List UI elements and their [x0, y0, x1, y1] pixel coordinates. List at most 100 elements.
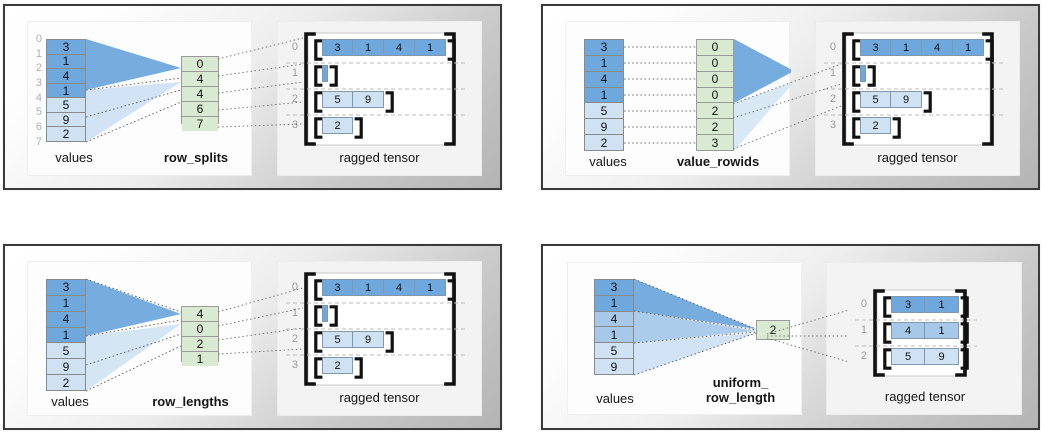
- ragged-row-cells: 2: [860, 117, 891, 134]
- value-index-6: 6: [35, 121, 42, 134]
- ragged-row-cells: 2: [322, 117, 353, 134]
- value-cell: 9: [595, 359, 633, 374]
- values-label: values: [589, 154, 627, 169]
- value-cell: 1: [595, 295, 633, 312]
- row-brackets: [314, 331, 394, 353]
- ragged-cell: 9: [353, 91, 384, 108]
- encoding-cell: 4: [182, 307, 218, 322]
- ragged-cell: 9: [891, 91, 922, 108]
- value-cell: 3: [585, 40, 623, 56]
- value-cell: 1: [47, 327, 85, 344]
- value-cell: 5: [595, 343, 633, 360]
- ragged-cell: 5: [322, 331, 353, 348]
- encoding-cell: 2: [182, 337, 218, 352]
- ragged-row-cells: [322, 65, 328, 82]
- ragged-row: 2: [314, 117, 363, 139]
- row-brackets: [852, 117, 901, 139]
- row-brackets: [852, 91, 932, 113]
- ragged-row-cells: [322, 305, 328, 322]
- value-cell: 4: [47, 69, 85, 84]
- ragged-cell: 3: [322, 39, 353, 56]
- row-brackets: [314, 39, 456, 61]
- encoding-cell: 0: [182, 57, 218, 72]
- values-label: values: [55, 150, 93, 165]
- row-brackets: [314, 91, 394, 113]
- ragged-cell: 2: [322, 117, 353, 134]
- value-cell: 9: [585, 119, 623, 136]
- row-brackets: [852, 65, 876, 87]
- value-cell: 3: [47, 40, 85, 55]
- value-index-0: 0: [35, 33, 42, 45]
- value-cell: 2: [585, 135, 623, 151]
- ragged-row: [852, 65, 876, 87]
- ragged-row-index: 0: [291, 41, 298, 53]
- encoding-cell: 3: [697, 135, 733, 151]
- ragged-row-index: 2: [291, 333, 298, 345]
- value-cell: 1: [585, 55, 623, 72]
- value-cell: 1: [595, 327, 633, 344]
- row-brackets: [314, 357, 363, 379]
- encoding-label-line1: uniform_: [712, 375, 769, 390]
- row-brackets: [883, 296, 969, 318]
- value-cell: 4: [595, 311, 633, 328]
- ragged-row-index: 0: [860, 298, 867, 310]
- value-cell: 1: [47, 54, 85, 70]
- ragged-row: 2: [314, 357, 363, 379]
- encoding-label: value_rowids: [676, 154, 760, 169]
- encoding-label: uniform_ row_length: [688, 375, 793, 405]
- row-brackets: [314, 65, 338, 87]
- encoding-label: row_splits: [163, 150, 229, 165]
- values-label: values: [51, 394, 89, 409]
- value-cell: 9: [47, 359, 85, 376]
- encoding-cell: 0: [697, 71, 733, 88]
- ragged-row-index: 0: [829, 41, 836, 53]
- ragged-cell: 1: [891, 39, 922, 56]
- ragged-row-index: 1: [291, 307, 298, 319]
- value-index-3: 3: [35, 77, 42, 90]
- value-index-7: 7: [35, 135, 42, 148]
- ragged-cell: 3: [322, 279, 353, 296]
- ragged-tensor-label: ragged tensor: [884, 389, 966, 404]
- ragged-cell: 2: [322, 357, 353, 374]
- ragged-tensor-label: ragged tensor: [877, 150, 958, 165]
- value-index-1: 1: [35, 47, 42, 60]
- ragged-cell: 1: [953, 39, 984, 56]
- encoding-cell: 7: [182, 117, 218, 131]
- row-brackets: [852, 39, 994, 61]
- row-brackets: [883, 322, 969, 344]
- encoding-cell: 0: [697, 87, 733, 104]
- row-brackets: [314, 305, 338, 327]
- value-cell: 1: [47, 83, 85, 99]
- ragged-row-index: 2: [860, 350, 867, 362]
- ragged-cell: 3: [891, 296, 925, 313]
- ragged-row-index: 3: [291, 119, 298, 131]
- ragged-row-cells: [860, 65, 866, 82]
- ragged-empty-cell: [322, 65, 328, 82]
- value-cell: 1: [47, 295, 85, 312]
- ragged-row-index: 1: [860, 324, 867, 336]
